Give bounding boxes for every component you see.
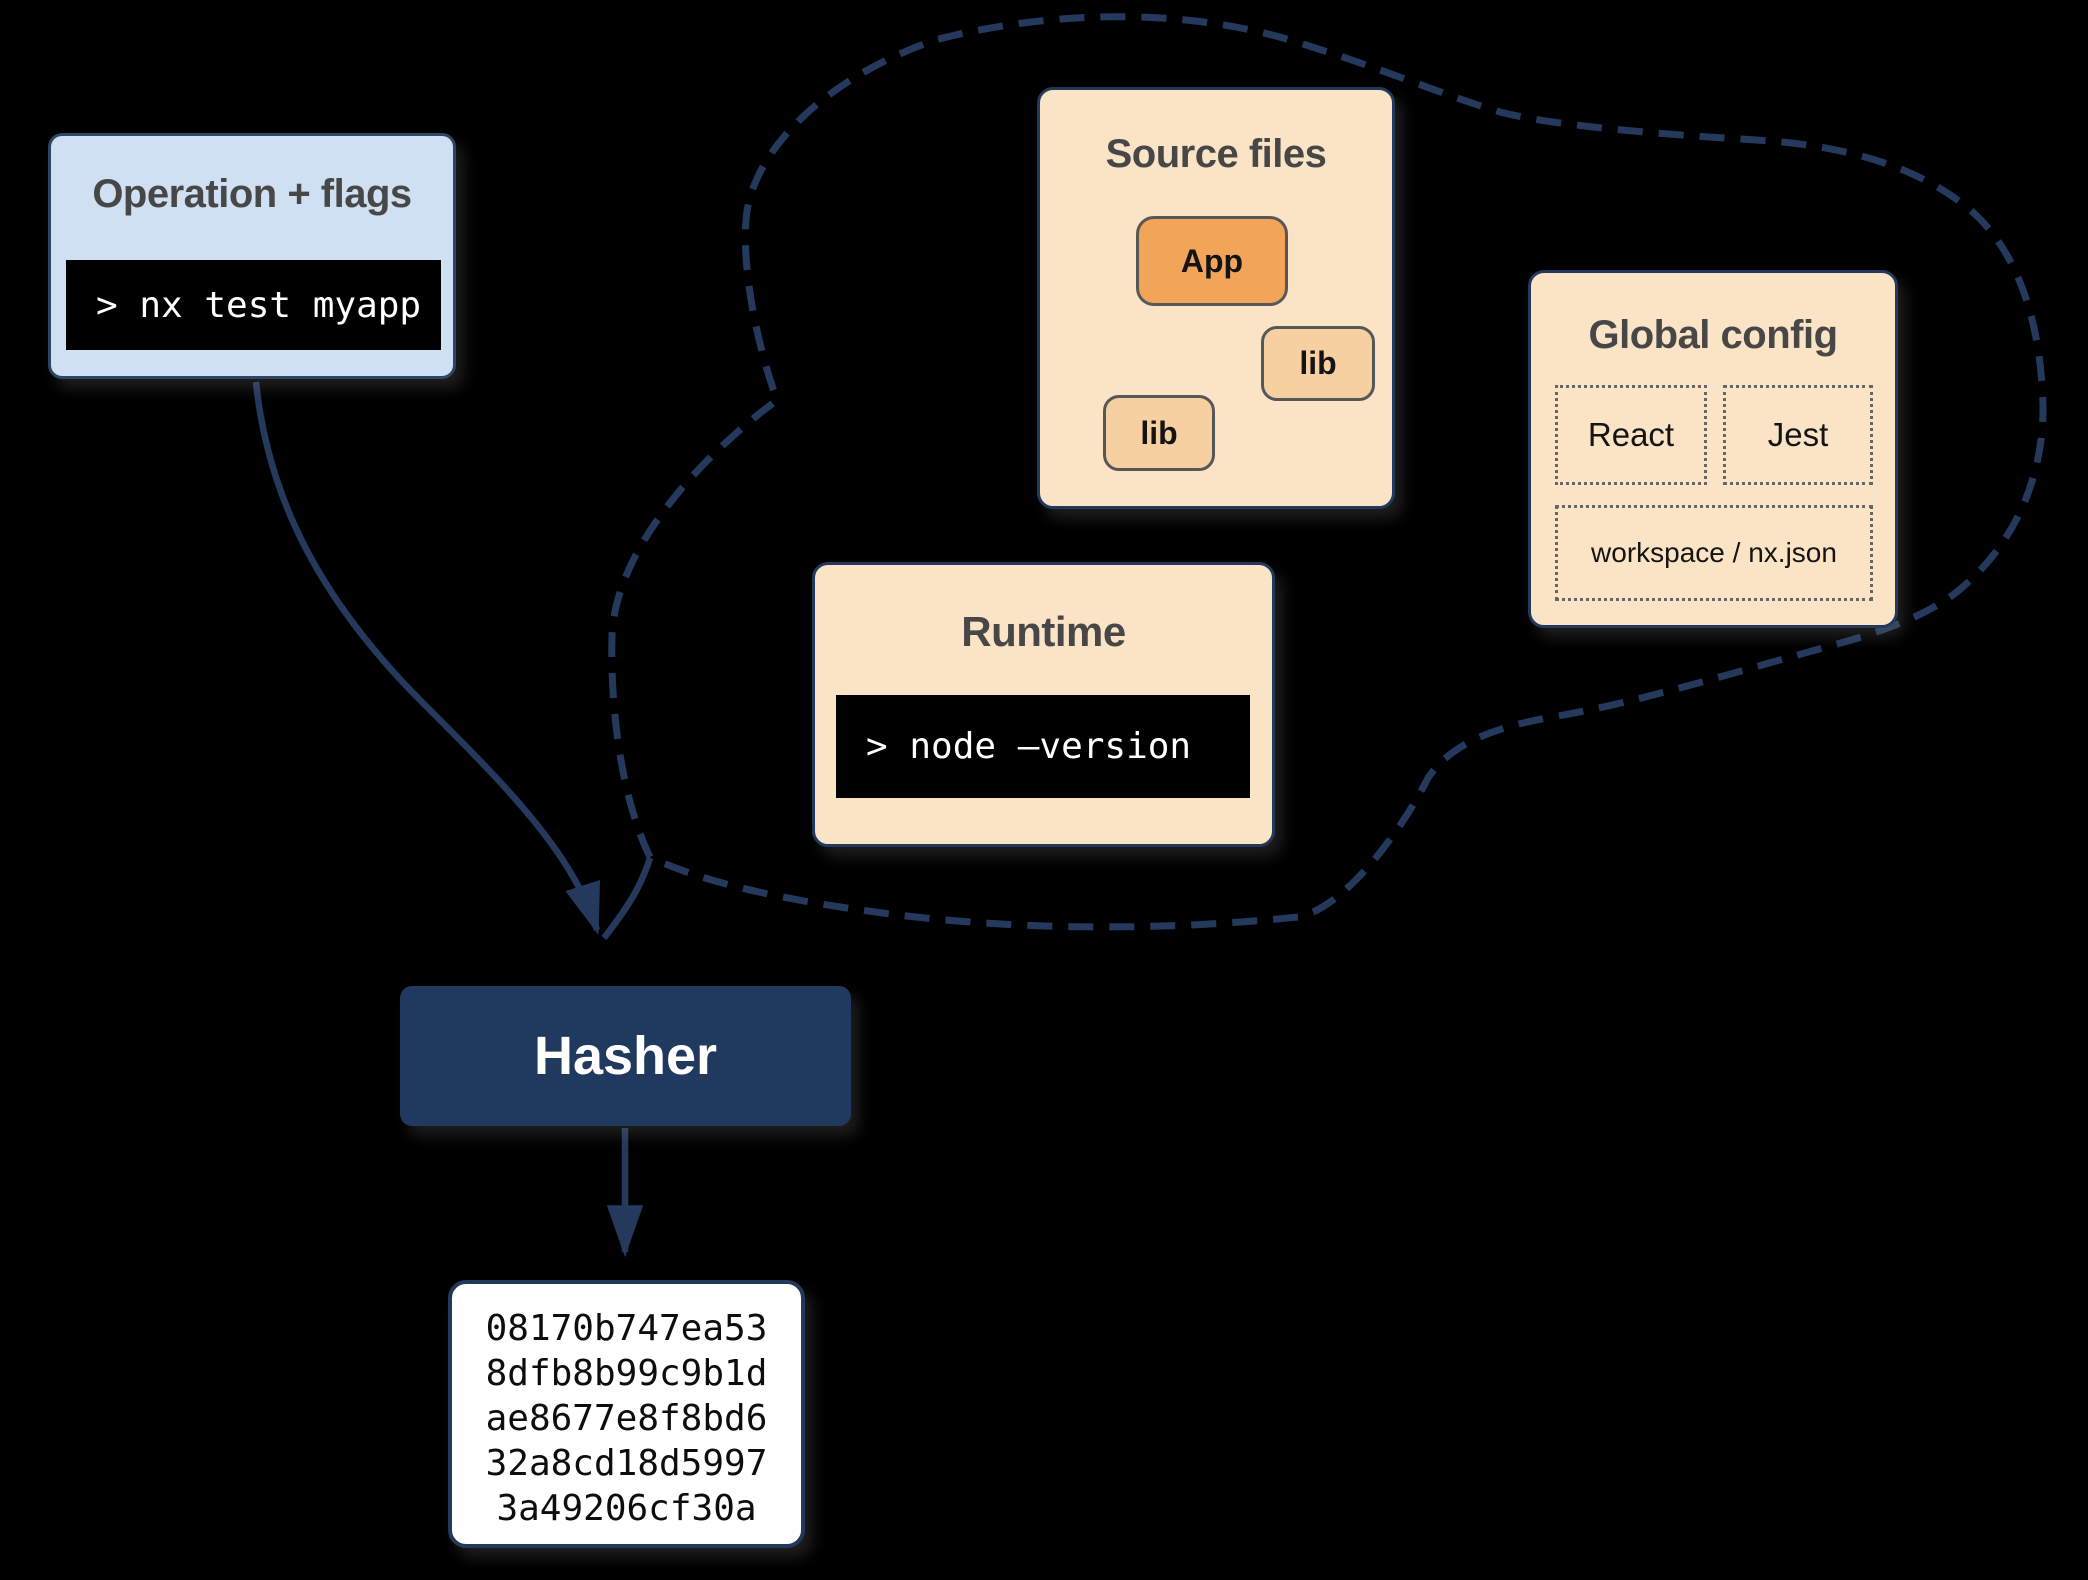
operation-flags-node: Operation + flags > nx test myapp	[48, 133, 456, 379]
operation-command-text: > nx test myapp	[96, 284, 422, 326]
source-files-title: Source files	[1105, 132, 1327, 176]
app-node: App	[1136, 216, 1288, 306]
lib-node-left: lib	[1103, 395, 1215, 471]
source-files-node: Source files App lib lib	[1037, 87, 1395, 509]
operation-flags-title: Operation + flags	[92, 172, 412, 216]
inputs-cloud-outline	[608, 13, 2047, 931]
hash-line: 08170b747ea53	[485, 1308, 768, 1349]
hasher-node: Hasher	[400, 986, 851, 1126]
lib-node-right: lib	[1261, 326, 1375, 401]
runtime-node: Runtime > node –version	[812, 562, 1275, 847]
arrow-cloud-to-hasher	[601, 857, 654, 940]
runtime-title: Runtime	[961, 608, 1126, 655]
global-config-node: Global config React Jest workspace / nx.…	[1528, 270, 1898, 628]
runtime-command-text: > node –version	[866, 726, 1192, 767]
config-item-jest: Jest	[1723, 385, 1873, 485]
hash-output-node: 08170b747ea53 8dfb8b99c9b1d ae8677e8f8bd…	[448, 1280, 805, 1548]
config-item-react: React	[1555, 385, 1707, 485]
runtime-terminal: > node –version	[836, 695, 1250, 798]
lib-node-label: lib	[1299, 345, 1337, 381]
config-item-label: React	[1587, 416, 1675, 453]
global-config-title: Global config	[1588, 313, 1838, 357]
lib-node-label: lib	[1140, 414, 1178, 451]
arrow-operation-to-hasher	[252, 381, 601, 935]
config-item-label: Jest	[1767, 416, 1829, 453]
config-item-label: workspace / nx.json	[1591, 537, 1837, 568]
hash-line: 3a49206cf30a	[496, 1488, 757, 1529]
app-node-label: App	[1180, 242, 1244, 279]
hash-line: 8dfb8b99c9b1d	[485, 1353, 768, 1394]
hash-line: 32a8cd18d5997	[485, 1443, 768, 1484]
hash-line: ae8677e8f8bd6	[485, 1398, 768, 1439]
config-item-workspace-nxjson: workspace / nx.json	[1555, 505, 1873, 601]
operation-terminal: > nx test myapp	[66, 260, 441, 350]
hasher-label: Hasher	[533, 1026, 718, 1086]
